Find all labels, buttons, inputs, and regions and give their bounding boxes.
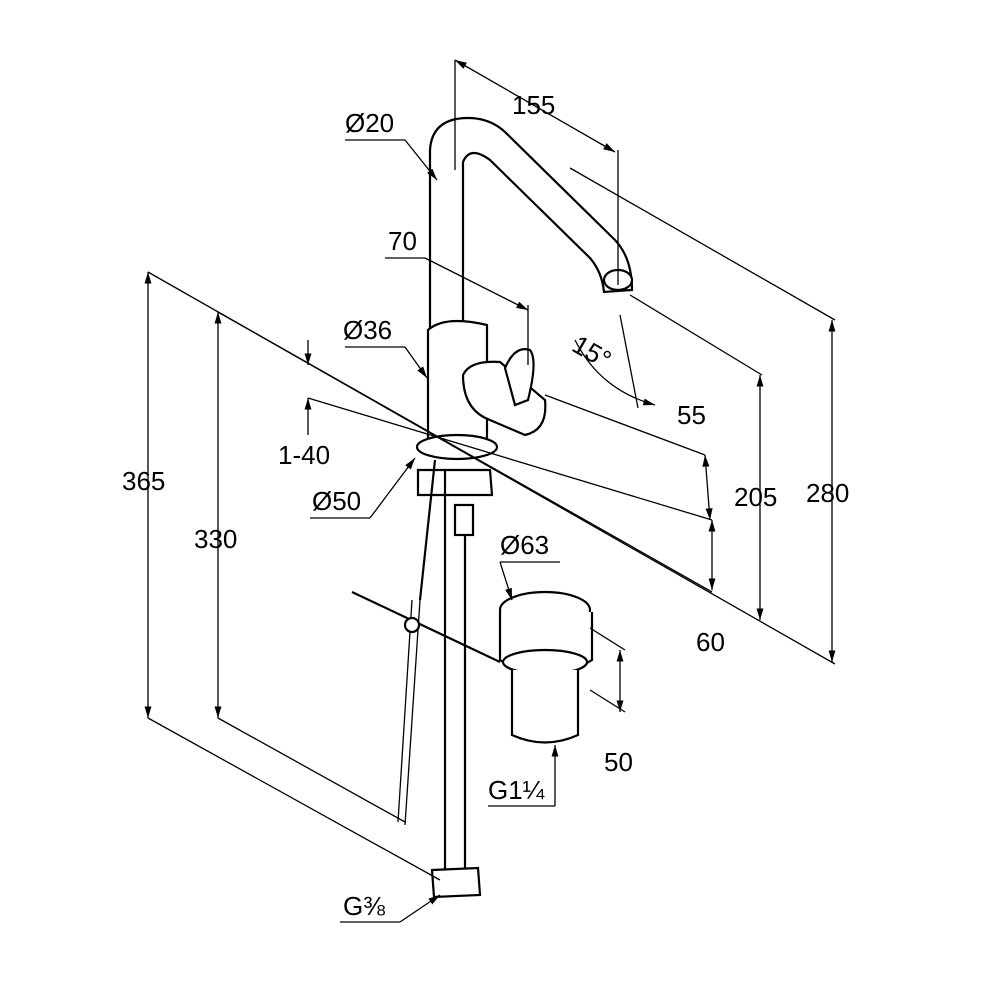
label-lever-angle: 15° <box>567 329 616 375</box>
label-counter-thickness: 1-40 <box>278 440 330 470</box>
label-lever-offset: 70 <box>388 226 417 256</box>
label-rod-offset: 60 <box>696 627 725 657</box>
label-outlet-height: 205 <box>734 482 777 512</box>
label-drain-thread: G1¼ <box>488 775 545 805</box>
label-supply-thread: G⅜ <box>343 891 385 921</box>
label-body-diameter: Ø36 <box>343 315 392 345</box>
label-hose-length: 330 <box>194 524 237 554</box>
label-drain-diameter: Ø63 <box>500 530 549 560</box>
label-outlet-offset: 55 <box>677 400 706 430</box>
drain-tail <box>510 670 580 744</box>
label-reach: 155 <box>512 90 555 120</box>
spout <box>428 116 634 332</box>
pop-up-rod <box>351 591 501 663</box>
label-base-diameter: Ø50 <box>312 486 361 516</box>
lever-hub <box>461 360 547 437</box>
faucet <box>351 116 634 899</box>
supply-nuts <box>430 866 482 899</box>
label-drain-height: 50 <box>604 747 633 777</box>
mount-plate <box>416 468 494 497</box>
hose-fitting <box>453 503 475 537</box>
lever <box>503 348 535 407</box>
label-spout-diameter: Ø20 <box>345 108 394 138</box>
rod <box>418 459 437 601</box>
dimension-lines <box>144 59 836 923</box>
label-total-height-left: 365 <box>122 466 165 496</box>
label-total-height: 280 <box>806 478 849 508</box>
